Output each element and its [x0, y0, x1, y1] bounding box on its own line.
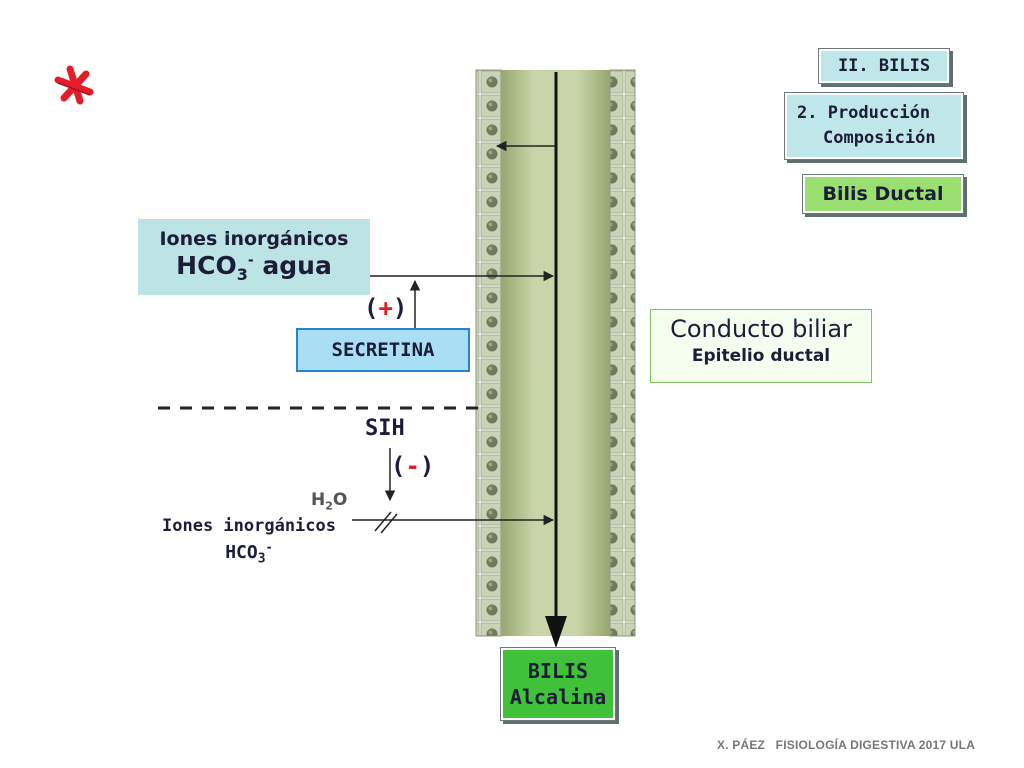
epithelium-right	[609, 69, 636, 637]
topic-badge: Bilis Ductal	[802, 174, 964, 214]
footer-credit: X. PÁEZ FISIOLOGÍA DIGESTIVA 2017 ULA	[717, 738, 976, 752]
epithelium-left	[475, 69, 502, 637]
stimulus-sign: (+)	[364, 294, 408, 322]
duct-subtitle: Epitelio ductal	[691, 346, 831, 366]
block-mark-icon	[374, 511, 398, 534]
duct-title: Conducto biliar	[670, 315, 852, 343]
secretina-box: SECRETINA	[296, 328, 470, 372]
output-bile-box: BILIS Alcalina	[500, 647, 616, 721]
sih-label: SIH	[365, 416, 405, 441]
secretion-input-box: Iones inorgánicos HCO3- agua	[138, 219, 370, 295]
water-label: H2O	[311, 490, 348, 513]
subsection-badge: 2. Producción Composición	[784, 92, 964, 160]
bile-flow-arrowhead	[545, 616, 567, 648]
subsection-line1: 2. Producción	[797, 103, 931, 123]
secretion-input-line1: Iones inorgánicos	[159, 228, 349, 250]
section-badge: II. BILIS	[818, 48, 950, 84]
blocked-input-line1: Iones inorgánicos	[162, 516, 336, 536]
output-line2: Alcalina	[509, 685, 607, 709]
secretion-input-formula: HCO3- agua	[176, 251, 332, 284]
blocked-input-label: Iones inorgánicos HCO3-	[146, 516, 352, 567]
duct-label-box: Conducto biliar Epitelio ductal	[650, 309, 872, 383]
inhibitor-sign: (-)	[391, 452, 435, 480]
subsection-line2: Composición	[823, 128, 936, 148]
blocked-input-formula: HCO3-	[225, 540, 273, 567]
asterisk-icon	[54, 65, 94, 105]
output-line1: BILIS	[527, 659, 589, 683]
